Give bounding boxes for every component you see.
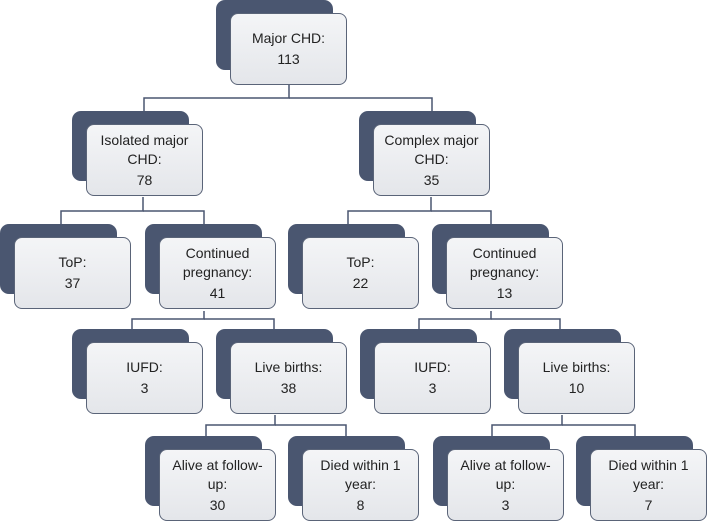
node-label: Complex major CHD: xyxy=(384,131,479,167)
node-card: IUFD: 3 xyxy=(86,342,203,414)
node-label: Isolated major CHD: xyxy=(100,131,189,167)
node-card: Live births: 10 xyxy=(518,342,635,414)
node-label: Live births: xyxy=(542,359,611,375)
node-label: Died within 1 year: xyxy=(608,456,689,492)
node-card: Alive at follow-up: 3 xyxy=(447,449,564,521)
node-value: 3 xyxy=(428,380,437,396)
node-card: ToP: 22 xyxy=(302,237,419,309)
node-label: Alive at follow-up: xyxy=(460,456,551,492)
node-card: Died within 1 year: 7 xyxy=(590,449,707,521)
node-value: 41 xyxy=(209,284,226,301)
node-card: ToP: 37 xyxy=(14,237,131,309)
connector-cpx-live xyxy=(491,415,563,436)
node-label: Live births: xyxy=(254,359,323,375)
node-value: 13 xyxy=(496,284,513,301)
node-value: 78 xyxy=(136,171,153,188)
node-label: IUFD: xyxy=(414,359,451,375)
connector-cpx-continued xyxy=(418,311,492,329)
connector-cpx-continued-right xyxy=(491,318,561,329)
node-card: Continued pregnancy: 13 xyxy=(446,237,563,309)
node-label: Died within 1 year: xyxy=(320,456,401,492)
node-value: 38 xyxy=(280,380,297,396)
node-value: 8 xyxy=(356,496,365,513)
node-value: 3 xyxy=(501,496,510,513)
node-card: Isolated major CHD: 78 xyxy=(86,124,203,196)
node-card: Major CHD: 113 xyxy=(230,13,347,85)
connector-isolated xyxy=(60,197,144,224)
node-card: IUFD: 3 xyxy=(374,342,491,414)
node-value: 35 xyxy=(423,171,440,188)
node-value: 30 xyxy=(209,496,226,513)
node-value: 37 xyxy=(64,275,81,291)
connector-cpx-live-right xyxy=(562,424,636,436)
connector-isolated-right xyxy=(143,210,205,224)
connector-iso-continued xyxy=(131,311,205,329)
node-card: Alive at follow-up: 30 xyxy=(159,449,276,521)
node-card: Died within 1 year: 8 xyxy=(302,449,419,521)
connector-root-right xyxy=(289,97,433,111)
connector-complex xyxy=(347,197,432,224)
connector-iso-live xyxy=(205,415,276,436)
node-value: 22 xyxy=(352,275,369,291)
node-label: IUFD: xyxy=(126,359,163,375)
connector-complex-right xyxy=(431,210,492,224)
node-card: Continued pregnancy: 41 xyxy=(159,237,276,309)
node-value: 113 xyxy=(277,51,300,67)
node-label: Alive at follow-up: xyxy=(172,456,263,492)
node-value: 10 xyxy=(568,380,585,396)
connector-iso-live-right xyxy=(275,424,347,436)
node-label: Continued pregnancy: xyxy=(182,244,253,280)
node-card: Live births: 38 xyxy=(230,342,347,414)
node-card: Complex major CHD: 35 xyxy=(373,124,490,196)
node-label: ToP: xyxy=(346,254,375,270)
connector-iso-continued-right xyxy=(204,318,275,329)
connector-root xyxy=(143,85,290,111)
node-label: ToP: xyxy=(58,254,87,270)
node-label: Major CHD: xyxy=(251,30,326,46)
node-value: 3 xyxy=(140,380,149,396)
node-value: 7 xyxy=(644,496,653,513)
node-label: Continued pregnancy: xyxy=(469,244,540,280)
